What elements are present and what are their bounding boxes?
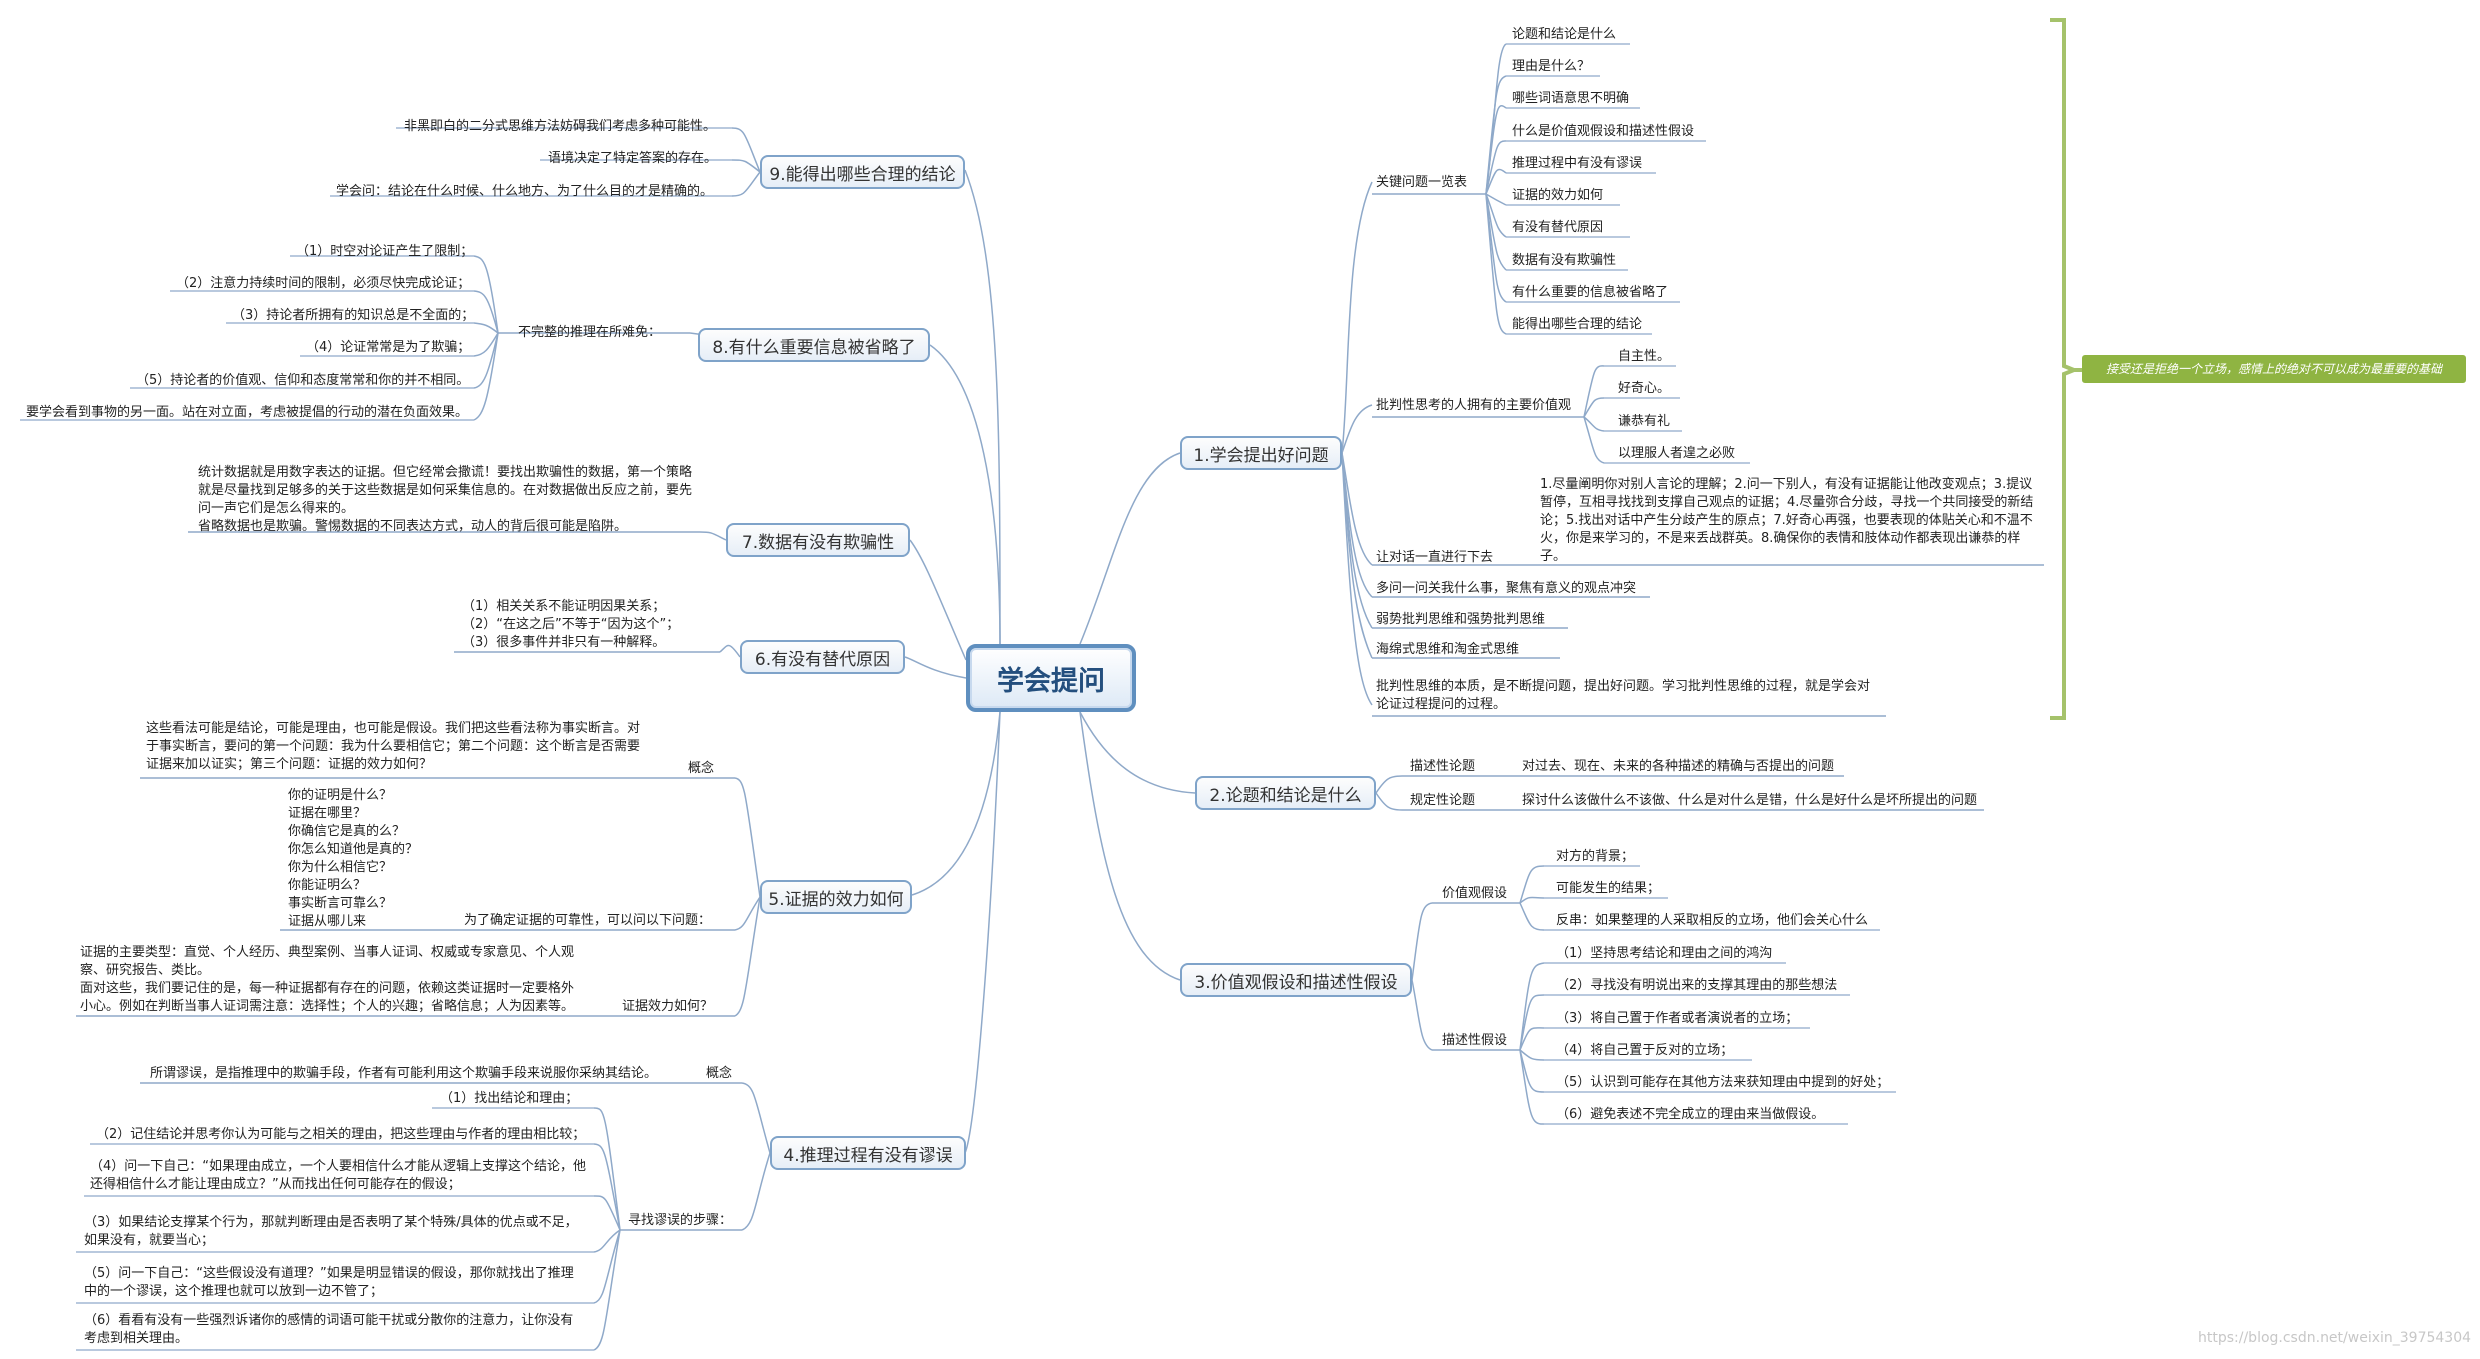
topic-3[interactable]: 3.价值观假设和描述性假设 <box>1180 963 1412 997</box>
fallacy-concept-text[interactable]: 所谓谬误，是指推理中的欺骗手段，作者有可能利用这个欺骗手段来说服你采纳其结论。 <box>150 1066 658 1081</box>
value-assumption-item[interactable]: 对方的背景； <box>1556 849 1635 864</box>
evidence-question[interactable]: 你确信它是真的么？ <box>288 824 406 839</box>
evidence-questions-label[interactable]: 为了确定证据的可靠性，可以问以下问题： <box>464 913 712 928</box>
descriptive-issue-label[interactable]: 描述性论题 <box>1410 759 1476 774</box>
topic-2[interactable]: 2.论题和结论是什么 <box>1195 776 1376 810</box>
alt-cause-item[interactable]: （3）很多事件并非只有一种解释。 <box>462 635 666 650</box>
topic-5[interactable]: 5.证据的效力如何 <box>760 880 912 914</box>
topic-6[interactable]: 6.有没有替代原因 <box>740 640 905 674</box>
topic-8[interactable]: 8.有什么重要信息被省略了 <box>698 328 930 362</box>
fallacy-step[interactable]: （3）如果结论支撑某个行为，那就判断理由是否表明了某个特殊/具体的优点或不足，如… <box>84 1215 578 1248</box>
descriptive-assumption-item[interactable]: （5）认识到可能存在其他方法来获知理由中提到的好处； <box>1556 1075 1890 1090</box>
key-question-item[interactable]: 什么是价值观假设和描述性假设 <box>1512 124 1695 139</box>
alt-cause-item[interactable]: （2）“在这之后”不等于“因为这个”； <box>462 617 680 632</box>
evidence-question[interactable]: 事实断言可靠么？ <box>288 896 393 911</box>
fallacy-step[interactable]: （6）看看有没有一些强烈诉诸你的感情的词语可能干扰或分散你的注意力，让你没有考虑… <box>84 1313 574 1346</box>
alt-cause-item[interactable]: （1）相关关系不能证明因果关系； <box>462 599 666 614</box>
value-item[interactable]: 自主性。 <box>1618 349 1671 364</box>
key-question-item[interactable]: 能得出哪些合理的结论 <box>1512 317 1643 332</box>
prescriptive-issue-label[interactable]: 规定性论题 <box>1410 793 1476 808</box>
essence-text[interactable]: 批判性思维的本质，是不断提问题，提出好问题。学习批判性思维的过程，就是学会对论证… <box>1376 679 1871 712</box>
fallacy-step[interactable]: （4）问一下自己：“如果理由成立，一个人要相信什么才能从逻辑上支撑这个结论，他还… <box>90 1159 587 1192</box>
descriptive-assumption-item[interactable]: （2）寻找没有明说出来的支撑其理由的那些想法 <box>1556 978 1838 993</box>
topic-9[interactable]: 9.能得出哪些合理的结论 <box>760 155 965 189</box>
evidence-question[interactable]: 你的证明是什么？ <box>288 788 393 803</box>
prescriptive-issue-text[interactable]: 探讨什么该做什么不该做、什么是对什么是错，什么是好什么是坏所提出的问题 <box>1522 793 1978 808</box>
key-question-item[interactable]: 证据的效力如何 <box>1512 188 1604 203</box>
descriptive-assumption-label[interactable]: 描述性假设 <box>1442 1033 1508 1048</box>
summary-note[interactable]: 接受还是拒绝一个立场，感情上的绝对不可以成为最重要的基础 <box>2082 355 2466 383</box>
omission-item[interactable]: （4）论证常常是为了欺骗； <box>306 340 471 355</box>
conclusion-item[interactable]: 语境决定了特定答案的存在。 <box>548 151 718 166</box>
fallacy-steps-label[interactable]: 寻找谬误的步骤： <box>628 1213 733 1228</box>
fallacy-step[interactable]: （2）记住结论并思考你认为可能与之相关的理由，把这些理由与作者的理由相比较； <box>96 1127 586 1142</box>
key-question-item[interactable]: 理由是什么？ <box>1512 59 1591 74</box>
omission-item[interactable]: （2）注意力持续时间的限制，必须尽快完成论证； <box>176 276 471 291</box>
descriptive-assumption-item[interactable]: （3）将自己置于作者或者演说者的立场； <box>1556 1011 1799 1026</box>
value-item[interactable]: 以理服人者遑之必败 <box>1618 446 1736 461</box>
evidence-validity-label[interactable]: 证据效力如何？ <box>622 999 714 1014</box>
fallacy-step[interactable]: （5）问一下自己：“这些假设没有道理？”如果是明显错误的假设，那你就找出了推理中… <box>84 1266 574 1299</box>
branch-item[interactable]: 弱势批判思维和强势批判思维 <box>1376 612 1546 627</box>
values-label[interactable]: 批判性思考的人拥有的主要价值观 <box>1376 398 1572 413</box>
data-deception-text[interactable]: 统计数据就是用数字表达的证据。但它经常会撒谎！要找出欺骗性的数据，第一个策略就是… <box>198 465 693 534</box>
watermark: https://blog.csdn.net/weixin_39754304 <box>2198 1330 2472 1346</box>
key-questions-label[interactable]: 关键问题一览表 <box>1376 175 1468 190</box>
evidence-question[interactable]: 你怎么知道他是真的？ <box>288 842 419 857</box>
evidence-question[interactable]: 你为什么相信它？ <box>288 860 393 875</box>
evidence-question[interactable]: 证据在哪里？ <box>288 806 367 821</box>
value-assumption-label[interactable]: 价值观假设 <box>1442 886 1508 901</box>
value-item[interactable]: 谦恭有礼 <box>1618 414 1671 429</box>
key-question-item[interactable]: 数据有没有欺骗性 <box>1512 253 1617 268</box>
value-item[interactable]: 好奇心。 <box>1618 381 1671 396</box>
key-question-item[interactable]: 有没有替代原因 <box>1512 220 1604 235</box>
evidence-concept-label[interactable]: 概念 <box>688 761 715 776</box>
topic-4[interactable]: 4.推理过程有没有谬误 <box>770 1136 966 1170</box>
branch-item[interactable]: 多问一问关我什么事，聚焦有意义的观点冲突 <box>1376 581 1637 596</box>
descriptive-issue-text[interactable]: 对过去、现在、未来的各种描述的精确与否提出的问题 <box>1522 759 1835 774</box>
key-question-item[interactable]: 论题和结论是什么 <box>1512 27 1617 42</box>
fallacy-concept-label[interactable]: 概念 <box>706 1066 733 1081</box>
evidence-concept-text[interactable]: 这些看法可能是结论，可能是理由，也可能是假设。我们把这些看法称为事实断言。对于事… <box>146 721 641 772</box>
key-question-item[interactable]: 推理过程中有没有谬误 <box>1512 156 1643 171</box>
topic-1[interactable]: 1.学会提出好问题 <box>1180 436 1342 470</box>
conclusion-item[interactable]: 非黑即白的二分式思维方法妨碍我们考虑多种可能性。 <box>404 119 717 134</box>
descriptive-assumption-item[interactable]: （6）避免表述不完全成立的理由来当做假设。 <box>1556 1107 1825 1122</box>
omission-item[interactable]: （5）持论者的价值观、信仰和态度常常和你的并不相同。 <box>136 373 470 388</box>
value-assumption-item[interactable]: 可能发生的结果； <box>1556 881 1661 896</box>
fallacy-step[interactable]: （1）找出结论和理由； <box>440 1091 579 1106</box>
omission-label[interactable]: 不完整的推理在所难免： <box>518 325 662 340</box>
omission-item[interactable]: （3）持论者所拥有的知识总是不全面的； <box>232 308 475 323</box>
evidence-question[interactable]: 你能证明么？ <box>288 878 367 893</box>
descriptive-assumption-item[interactable]: （1）坚持思考结论和理由之间的鸿沟 <box>1556 946 1773 961</box>
omission-item[interactable]: （1）时空对论证产生了限制； <box>296 244 474 259</box>
evidence-validity-text[interactable]: 证据的主要类型：直觉、个人经历、典型案例、当事人证词、权威或专家意见、个人观察、… <box>80 945 575 1014</box>
evidence-question[interactable]: 证据从哪儿来 <box>288 914 367 929</box>
central-topic[interactable]: 学会提问 <box>966 644 1136 712</box>
omission-other[interactable]: 要学会看到事物的另一面。站在对立面，考虑被提倡的行动的潜在负面效果。 <box>26 405 469 420</box>
dialogue-text[interactable]: 1.尽量阐明你对别人言论的理解；2.问一下别人，有没有证据能让他改变观点；3.提… <box>1540 477 2034 564</box>
key-question-item[interactable]: 哪些词语意思不明确 <box>1512 91 1630 106</box>
descriptive-assumption-item[interactable]: （4）将自己置于反对的立场； <box>1556 1043 1734 1058</box>
branch-item[interactable]: 海绵式思维和淘金式思维 <box>1376 642 1520 657</box>
topic-7[interactable]: 7.数据有没有欺骗性 <box>726 523 910 557</box>
conclusion-item[interactable]: 学会问：结论在什么时候、什么地方、为了什么目的才是精确的。 <box>336 184 714 199</box>
value-assumption-item[interactable]: 反串：如果整理的人采取相反的立场，他们会关心什么 <box>1556 913 1869 928</box>
key-question-item[interactable]: 有什么重要的信息被省略了 <box>1512 285 1669 300</box>
dialogue-label[interactable]: 让对话一直进行下去 <box>1376 550 1494 565</box>
